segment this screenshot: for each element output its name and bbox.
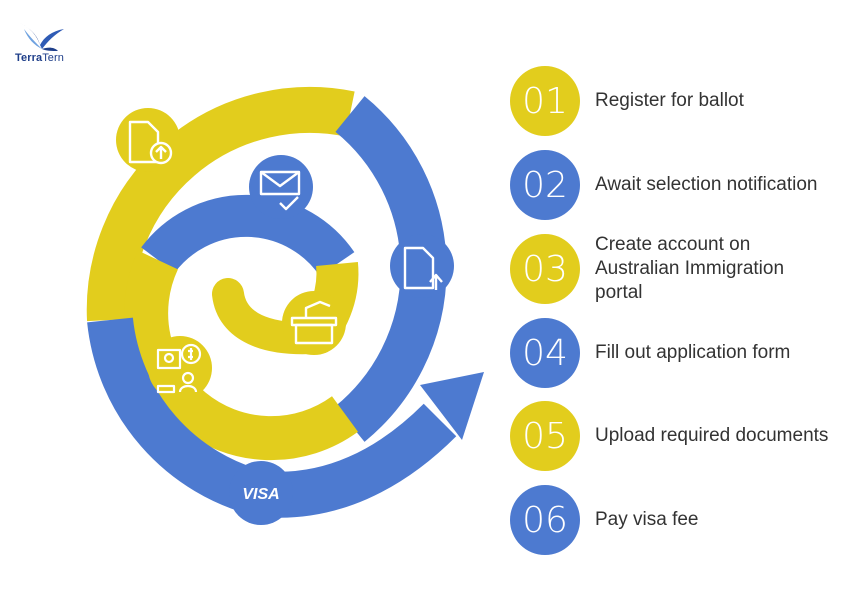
step-06-number: 06 [510,485,580,555]
step-02: 02 Await selection notification [510,150,840,220]
step-04-number: 04 [510,318,580,388]
middle-ring-yellow-left [124,250,358,461]
step-06: 06 Pay visa fee [510,485,840,555]
logo-text-tern: Tern [42,52,65,64]
step-03: 03 Create account on Australian Immigrat… [510,234,840,304]
terratern-logo [20,23,64,51]
icon-document-upload-2 [390,234,454,298]
icon-payment-person [148,336,212,400]
step-03-label: Create account on Australian Immigration… [595,234,785,303]
middle-ring-blue [141,194,355,277]
step-01: 01 Register for ballot [510,66,840,136]
tern-bird-icon [20,23,64,51]
arrow-head [420,372,484,440]
icon-visa-card: VISA [229,461,293,525]
step-03-number: 03 [510,234,580,304]
step-06-label: Pay visa fee [595,509,699,530]
step-05-label: Upload required documents [595,425,829,446]
step-01-label: Register for ballot [595,90,744,111]
step-01-number: 01 [510,66,580,136]
icon-ballot-box [282,291,346,355]
step-05: 05 Upload required documents [510,401,840,471]
logo-text-terra: Terra [15,52,43,64]
ballot-box-icon [290,300,338,345]
document-upload-icon-2 [403,246,443,290]
envelope-check-icon [259,170,301,211]
outer-ring-yellow-top [86,86,355,322]
step-04: 04 Fill out application form [510,318,840,388]
step-02-number: 02 [510,150,580,220]
visa-card-label: VISA [242,486,279,503]
icon-envelope-check [249,155,313,219]
step-04-label: Fill out application form [595,342,791,363]
step-02-label: Await selection notification [595,174,818,195]
document-upload-icon [128,120,173,165]
logo-text: TerraTern [15,52,64,64]
step-05-number: 05 [510,401,580,471]
icon-document-upload-1 [116,108,180,172]
payment-person-icon [156,343,202,394]
